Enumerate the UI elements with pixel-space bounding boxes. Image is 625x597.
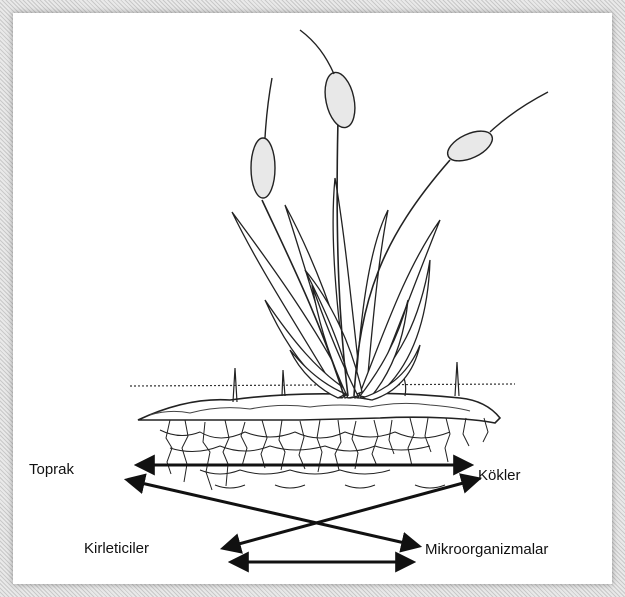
roots-mass: [160, 418, 488, 490]
cattail-head-right: [443, 125, 497, 167]
soil-texture: [150, 403, 470, 415]
label-microorganisms: Mikroorganizmalar: [425, 541, 548, 558]
arrow-roots-pollutants: [224, 479, 478, 548]
cattail-heads: [251, 30, 548, 198]
cattail-head-left: [251, 138, 275, 198]
label-roots: Kökler: [478, 467, 521, 484]
plant-leaves: [232, 178, 440, 400]
cattail-head-top: [320, 70, 359, 131]
label-pollutants: Kirleticiler: [84, 540, 149, 557]
label-soil: Toprak: [29, 461, 74, 478]
